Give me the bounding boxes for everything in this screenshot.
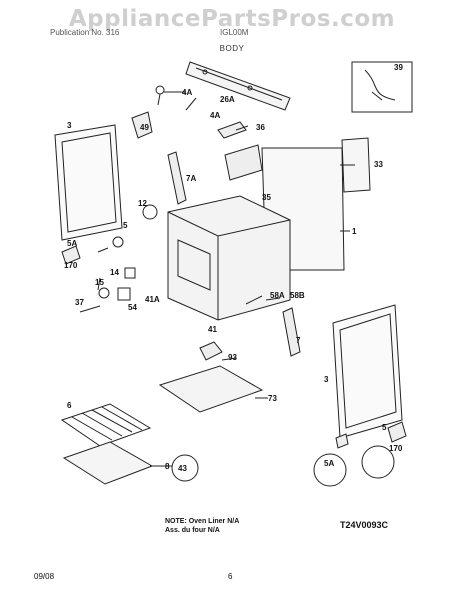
footer-page-number: 6 <box>228 572 233 581</box>
diagram-code: T24V0093C <box>340 520 389 530</box>
cap-93-part <box>199 341 223 361</box>
clip-170-part <box>387 421 407 443</box>
note-line-1: NOTE: Oven Liner N/A <box>165 518 240 525</box>
burner-12-part <box>142 204 158 220</box>
sensor-part <box>131 111 153 139</box>
header-publication: Publication No. 316 <box>50 28 120 37</box>
label-part-7: 7 <box>296 336 301 345</box>
watermark: AppliancePartsPros.com <box>68 6 396 32</box>
screw-5-part <box>112 236 124 248</box>
label-part-41: 41 <box>208 325 217 334</box>
label-part-93: 93 <box>228 353 237 362</box>
header-model: IGL00M <box>220 28 249 37</box>
top-bracket-part <box>185 61 291 111</box>
left-side-panel-part <box>54 124 123 241</box>
label-part-43: 43 <box>178 464 187 473</box>
label-part-6: 6 <box>67 401 72 410</box>
label-part-1: 1 <box>352 227 357 236</box>
label-part-58a: 58A <box>270 291 285 300</box>
rod-37-part <box>79 305 101 313</box>
wire-connector-part <box>155 85 165 95</box>
note-line-2: Ass. du four N/A <box>165 527 220 534</box>
label-part-5a-left: 5A <box>67 239 77 248</box>
detail-43-circle <box>171 454 199 482</box>
label-part-5-left: 5 <box>123 221 128 230</box>
right-side-panel-part <box>332 304 403 439</box>
label-part-54: 54 <box>128 303 137 312</box>
drawer-8-part <box>62 441 154 485</box>
label-part-37: 37 <box>75 298 84 307</box>
label-part-58b: 58B <box>290 291 305 300</box>
label-part-4a-top: 4A <box>182 88 192 97</box>
clip-5a-part <box>61 245 81 265</box>
knob-54-part <box>117 287 131 301</box>
label-part-36: 36 <box>256 123 265 132</box>
label-part-49: 49 <box>140 123 149 132</box>
hinge-7-part <box>282 307 301 357</box>
bracket-36-part <box>217 121 247 139</box>
inset-box <box>351 61 413 113</box>
label-part-170-right: 170 <box>389 444 403 453</box>
oven-liner-note: NOTE: Oven Liner N/A Ass. du four N/A <box>165 517 239 535</box>
label-part-170-left: 170 <box>64 261 78 270</box>
label-part-33: 33 <box>374 160 383 169</box>
label-part-7a: 7A <box>186 174 196 183</box>
section-title: BODY <box>219 44 245 53</box>
label-part-41a: 41A <box>145 295 160 304</box>
label-part-5a-right: 5A <box>324 459 334 468</box>
oven-body-part <box>167 195 291 321</box>
oven-rack-part <box>60 403 152 447</box>
hinge-7a-part <box>167 151 187 205</box>
label-part-3-left: 3 <box>67 121 72 130</box>
label-part-73: 73 <box>268 394 277 403</box>
footer-date: 09/08 <box>34 572 55 581</box>
screw-15-part <box>98 287 110 299</box>
vent-part <box>224 144 263 181</box>
label-part-15: 15 <box>95 278 104 287</box>
back-panel-part <box>341 137 371 193</box>
label-part-35: 35 <box>262 193 271 202</box>
label-part-5-right: 5 <box>382 423 387 432</box>
label-part-3-right: 3 <box>324 375 329 384</box>
clip-5-part <box>335 433 349 449</box>
knob-14-part <box>124 267 136 279</box>
label-part-39: 39 <box>394 63 403 72</box>
label-part-4a-mid: 4A <box>210 111 220 120</box>
label-part-12: 12 <box>138 199 147 208</box>
label-part-8: 8 <box>165 462 170 471</box>
detail-5-circle <box>361 445 395 479</box>
label-part-26a: 26A <box>220 95 235 104</box>
detail-5a-circle <box>313 453 347 487</box>
bottom-panel-part <box>158 365 264 413</box>
label-part-14: 14 <box>110 268 119 277</box>
